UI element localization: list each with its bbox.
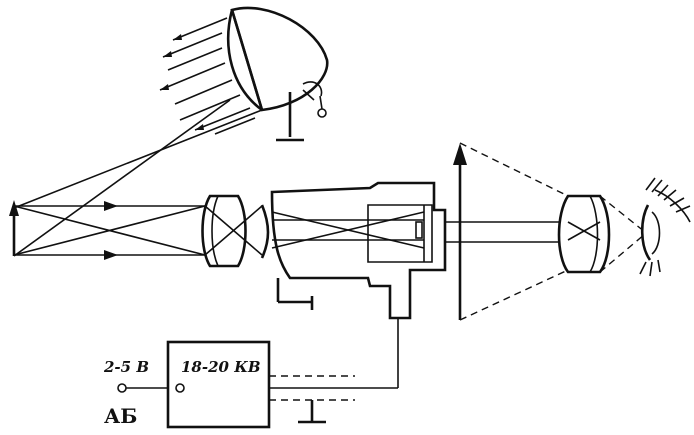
battery-voltage-label: 2-5 В bbox=[103, 358, 149, 376]
battery-terminal-left bbox=[117, 383, 127, 393]
battery-label: АБ bbox=[104, 404, 137, 428]
image-converter-tube bbox=[260, 181, 447, 320]
power-supply-voltage-label: 18-20 КВ bbox=[181, 358, 261, 376]
infrared-rays bbox=[159, 17, 256, 135]
objective-lens bbox=[201, 194, 263, 268]
eyepiece bbox=[557, 194, 646, 274]
observer-eye bbox=[639, 177, 691, 277]
incoming-rays bbox=[13, 201, 206, 260]
battery-terminal-right bbox=[175, 383, 185, 393]
observed-object-arrow bbox=[9, 99, 263, 257]
high-voltage-power-supply bbox=[117, 318, 399, 429]
screen-image-cone bbox=[445, 142, 569, 321]
infrared-searchlight bbox=[226, 6, 329, 142]
